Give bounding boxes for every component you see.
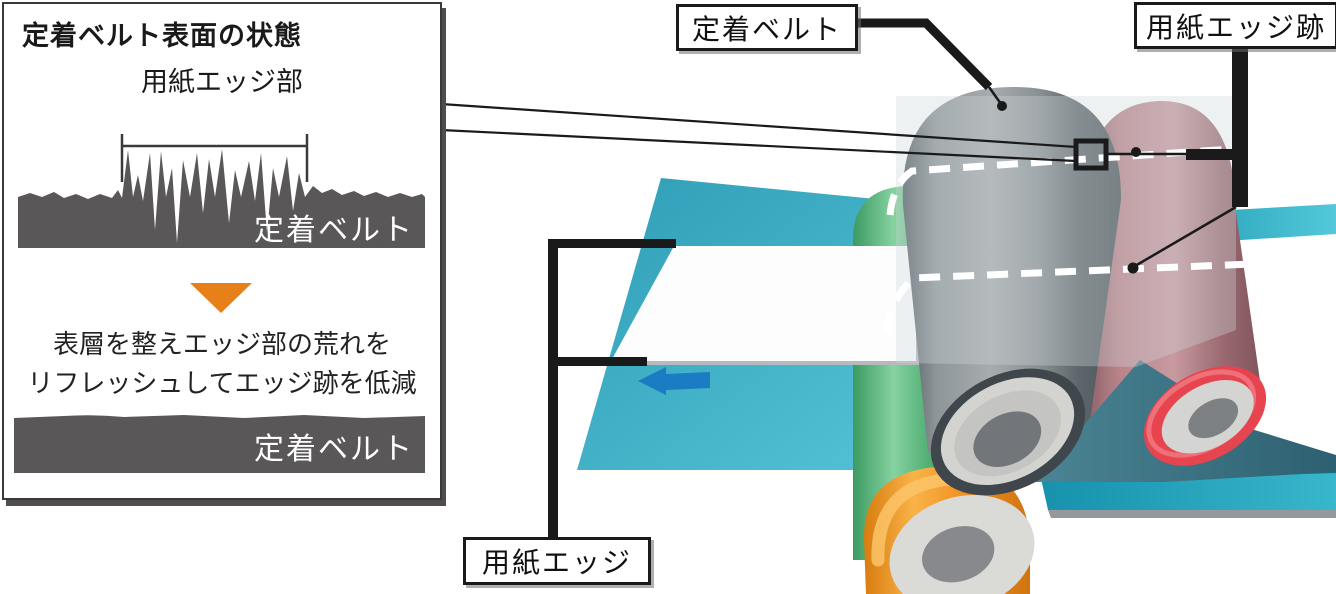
edge-mark-stub bbox=[1186, 149, 1233, 160]
magnifier-line-bottom bbox=[440, 128, 1077, 163]
fuser-belt-film bbox=[896, 96, 1236, 367]
refresh-note: 表層を整えエッジ部の荒れを リフレッシュしてエッジ跡を低減 bbox=[4, 326, 440, 404]
belt-seam-dashed-lower bbox=[883, 258, 1301, 334]
paper-edge-bracket-vertical bbox=[548, 239, 558, 537]
inset-panel: 定着ベルト表面の状態 用紙エッジ部 定着ベルト 表層を整えエッジ部の荒れを リフ… bbox=[2, 2, 442, 500]
smooth-belt-band-label: 定着ベルト bbox=[254, 432, 414, 467]
edge-mark-dot-lower bbox=[1127, 262, 1139, 274]
pressure-roller-cap bbox=[1143, 366, 1267, 466]
inset-illustration bbox=[14, 134, 425, 473]
paper-edge-bracket-top bbox=[548, 239, 676, 248]
fuser-belt-callout: 定着ベルト bbox=[676, 4, 858, 51]
paper-edge-callout: 用紙エッジ bbox=[463, 537, 651, 585]
leader-lines bbox=[440, 18, 1248, 537]
rough-belt-band-label: 定着ベルト bbox=[254, 213, 414, 248]
smooth-belt-band bbox=[14, 415, 425, 473]
inset-title: 定着ベルト表面の状態 bbox=[22, 21, 302, 52]
paper-edge-bracket-middle bbox=[548, 357, 647, 366]
edge-mark-bar bbox=[1232, 44, 1248, 207]
rough-belt-band bbox=[18, 149, 425, 248]
edge-mark-dot-upper bbox=[1131, 147, 1141, 157]
refresh-note-line1: 表層を整えエッジ部の荒れを bbox=[52, 330, 391, 360]
paper-edge-area-label: 用紙エッジ部 bbox=[141, 67, 303, 98]
paper-feed-arrow-icon bbox=[638, 367, 710, 395]
paper-edge-span-bracket bbox=[120, 134, 309, 182]
paper-sheet bbox=[611, 246, 920, 365]
fuser-belt-leader-dot bbox=[997, 101, 1007, 111]
fuser-roller-gray bbox=[902, 86, 1122, 474]
paper-edge-mark-callout: 用紙エッジ跡 bbox=[1134, 2, 1336, 49]
fuser-belt-leader bbox=[852, 18, 993, 91]
down-triangle-icon bbox=[190, 283, 252, 313]
magnifier-line-top bbox=[440, 102, 1077, 149]
refresh-roller-cap bbox=[889, 495, 1035, 594]
belt-seam-dashed-upper bbox=[886, 145, 1233, 216]
refresh-note-line2: リフレッシュしてエッジ跡を低減 bbox=[27, 369, 417, 399]
fuser-roller-cap bbox=[930, 368, 1086, 496]
